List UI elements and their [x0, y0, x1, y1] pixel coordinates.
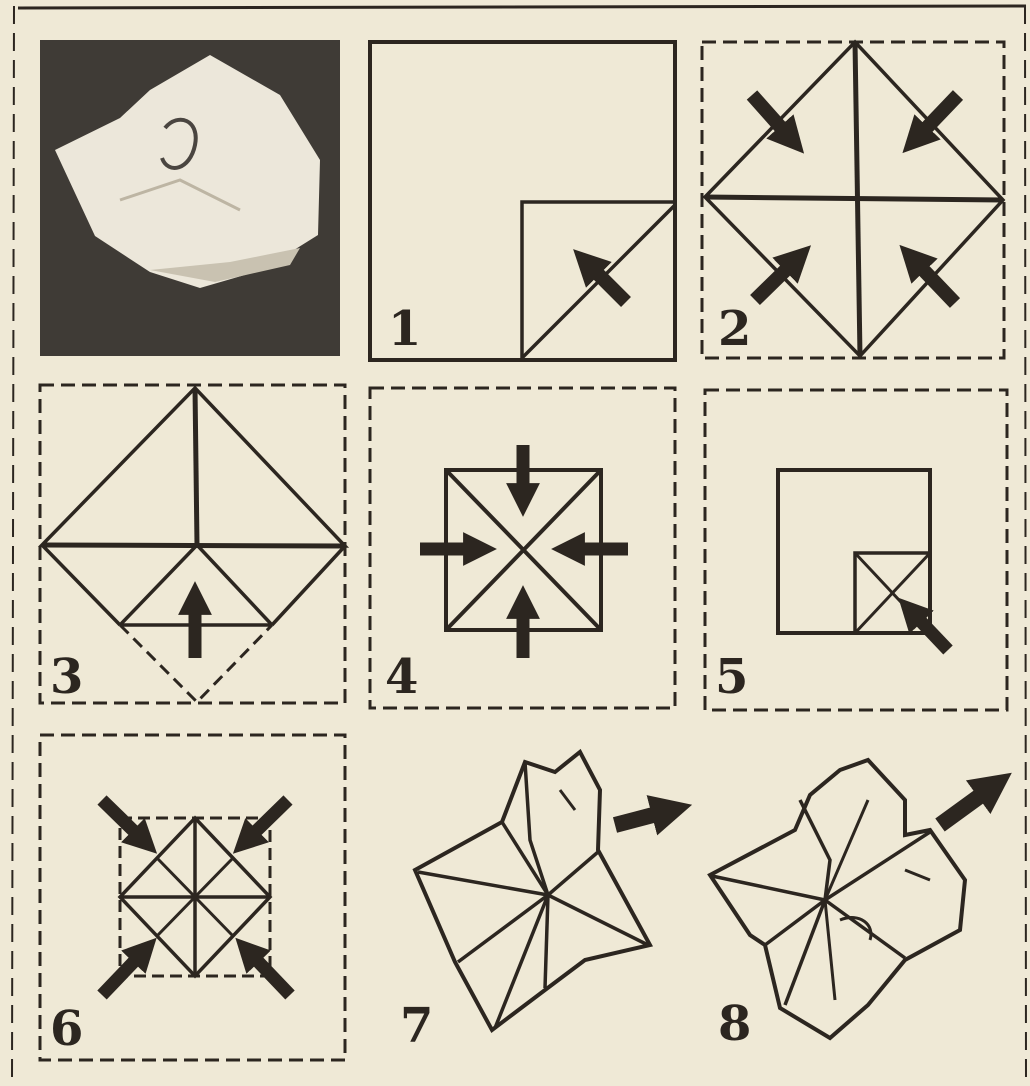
step-5-panel: 5	[705, 390, 1007, 710]
step-1-panel: 1	[370, 42, 675, 360]
fold-arrow	[752, 95, 792, 140]
fold-arrow	[755, 258, 798, 300]
fold-arrow	[245, 800, 288, 842]
fold-arrow	[915, 95, 958, 140]
step-2-panel: 2	[702, 42, 1004, 358]
step-6-number: 6	[50, 1001, 83, 1057]
finished-flower-photo	[40, 40, 340, 356]
step-4-number: 4	[385, 649, 418, 705]
step-8-panel: 8	[710, 760, 995, 1052]
fold-arrow	[586, 262, 626, 302]
fold-arrow	[102, 950, 145, 995]
step-2-number: 2	[718, 301, 751, 357]
step-4-panel: 4	[370, 388, 675, 708]
fold-arrow	[940, 785, 995, 825]
step-3-panel: 3	[40, 385, 345, 705]
fold-arrow	[102, 800, 145, 842]
step-5-number: 5	[715, 649, 748, 705]
step-7-panel: 7	[400, 752, 672, 1054]
fold-arrow	[912, 258, 955, 303]
step-6-panel: 6	[40, 735, 345, 1060]
step-7-number: 7	[400, 998, 433, 1054]
step-3-number: 3	[50, 649, 83, 705]
step-1-number: 1	[388, 301, 421, 357]
fold-arrow	[615, 810, 672, 825]
step-8-number: 8	[718, 996, 751, 1052]
